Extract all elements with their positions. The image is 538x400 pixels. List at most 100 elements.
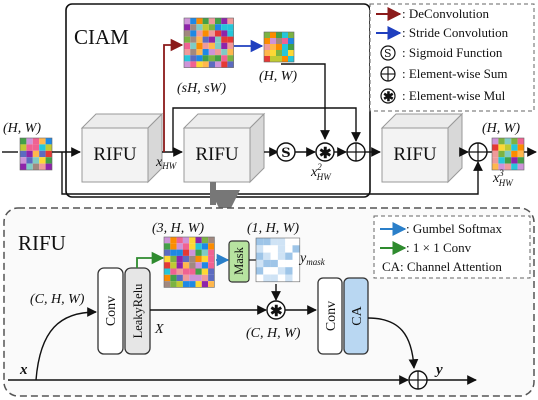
feature-map-cell — [221, 42, 228, 49]
feature-map-cell — [184, 61, 191, 68]
feature-map-cell — [270, 274, 278, 282]
arrow-ca-to-sum — [367, 317, 419, 369]
arrow-x-to-conv1 — [35, 307, 97, 381]
rifu-block-3-label: RIFU — [393, 144, 437, 165]
feature-map-cell — [227, 36, 234, 43]
feature-map-cell — [270, 267, 278, 275]
feature-map-cell — [282, 56, 288, 62]
feature-map-cell — [196, 49, 203, 56]
rifu-block-1-label: RIFU — [93, 144, 137, 165]
legend-stride-label: : Stride Convolution — [402, 25, 509, 40]
feature-map-cell — [39, 138, 46, 145]
feature-map-border — [255, 237, 301, 283]
feature-map-cell — [39, 150, 46, 158]
feature-map-cell — [263, 245, 271, 253]
feature-map-cell — [32, 150, 40, 158]
feature-map-cell — [256, 267, 264, 275]
ciam-title: CIAM — [74, 25, 129, 49]
feature-map-cell — [176, 262, 183, 269]
feature-map-cell — [195, 249, 202, 256]
feature-map-cell — [176, 255, 183, 263]
feature-map-cell — [189, 281, 196, 288]
feature-map-cell — [492, 157, 499, 164]
feature-map-cell — [196, 36, 203, 43]
feature-map-cell — [511, 144, 518, 151]
legend-sigmoid-label: : Sigmoid Function — [402, 45, 503, 60]
feature-map-cell — [288, 38, 294, 44]
feature-map-cell — [189, 268, 196, 275]
feature-map-cell — [270, 50, 276, 56]
x-input-label: x — [19, 362, 28, 378]
feature-map-cell — [208, 255, 215, 263]
feature-map-cell — [26, 163, 33, 170]
feature-map-cell — [189, 243, 196, 250]
feature-map-cell — [208, 262, 215, 269]
leakyrelu-block: LeakyRelu — [124, 267, 151, 355]
feature-map-cell — [282, 38, 288, 44]
feature-map-cell — [277, 259, 286, 268]
feature-map-cell — [190, 42, 197, 49]
feature-map-cell — [282, 32, 288, 38]
feature-map-cell — [221, 18, 228, 25]
feature-map-cell — [227, 61, 234, 68]
feature-map-cell — [176, 281, 183, 288]
feature-map-cell — [195, 268, 202, 275]
feature-map-cell — [202, 30, 209, 37]
feature-map-cell — [208, 18, 215, 25]
feature-map-cell — [264, 50, 270, 56]
feature-map-cell — [285, 267, 293, 275]
feature-map-cell — [190, 49, 197, 56]
feature-map-cell — [182, 255, 190, 263]
feature-map-cell — [182, 268, 190, 275]
feature-map-cell — [221, 30, 228, 37]
feature-map-cell — [256, 245, 264, 253]
feature-map-cell — [263, 259, 271, 268]
feature-map-cell — [176, 243, 183, 250]
feature-map-cell — [196, 24, 203, 31]
feature-map-cell — [202, 49, 209, 56]
conv1-label: Conv — [104, 296, 119, 326]
conv1x1-arrow — [136, 251, 165, 268]
feature-map-cell — [208, 49, 215, 56]
legend-deconv-label: : DeConvolution — [402, 6, 490, 21]
feature-map-cell — [263, 267, 271, 275]
feature-map-cell — [20, 144, 27, 151]
feature-map-cell — [504, 144, 512, 151]
feature-map-cell — [208, 268, 215, 275]
legend-sum-label: : Element-wise Sum — [402, 66, 507, 81]
legend-conv1x1-label: : 1 × 1 Conv — [406, 240, 472, 255]
feature-map-cell — [292, 267, 300, 275]
feature-map-cell — [208, 281, 215, 288]
feature-map-cell — [164, 249, 171, 256]
feature-map-cell — [504, 157, 512, 164]
feature-map-cell — [517, 163, 524, 170]
feature-map-cell — [288, 44, 294, 50]
feature-map-cell — [276, 44, 282, 50]
feature-map-cell — [285, 252, 293, 260]
feature-map-cell — [195, 281, 202, 288]
mask-label: Mask — [232, 246, 246, 275]
feature-map-cell — [208, 42, 215, 49]
feature-map-cell — [176, 249, 183, 256]
feature-map-cell — [164, 274, 171, 282]
feature-map-cell — [201, 262, 209, 269]
feature-map-cell — [282, 50, 288, 56]
feature-map-border — [183, 17, 234, 68]
feature-map-cell — [190, 61, 197, 68]
feature-map-cell — [492, 163, 499, 170]
stride-dims-label: (H, W) — [259, 69, 297, 84]
feature-map-cell — [498, 163, 505, 170]
feature-map-cell — [201, 274, 209, 282]
conv2-block: Conv — [317, 277, 343, 355]
mul-node-ciam: ✱ — [315, 142, 335, 162]
feature-map-cell — [26, 150, 33, 158]
feature-map-cell — [164, 255, 171, 263]
feature-map-cell — [227, 30, 234, 37]
feature-map-cell — [511, 157, 518, 164]
feature-map-cell — [221, 24, 228, 31]
feature-map-cell — [32, 163, 40, 170]
feature-map-cell — [282, 44, 288, 50]
feature-map-cell — [164, 268, 171, 275]
feature-map-cell — [270, 245, 278, 253]
